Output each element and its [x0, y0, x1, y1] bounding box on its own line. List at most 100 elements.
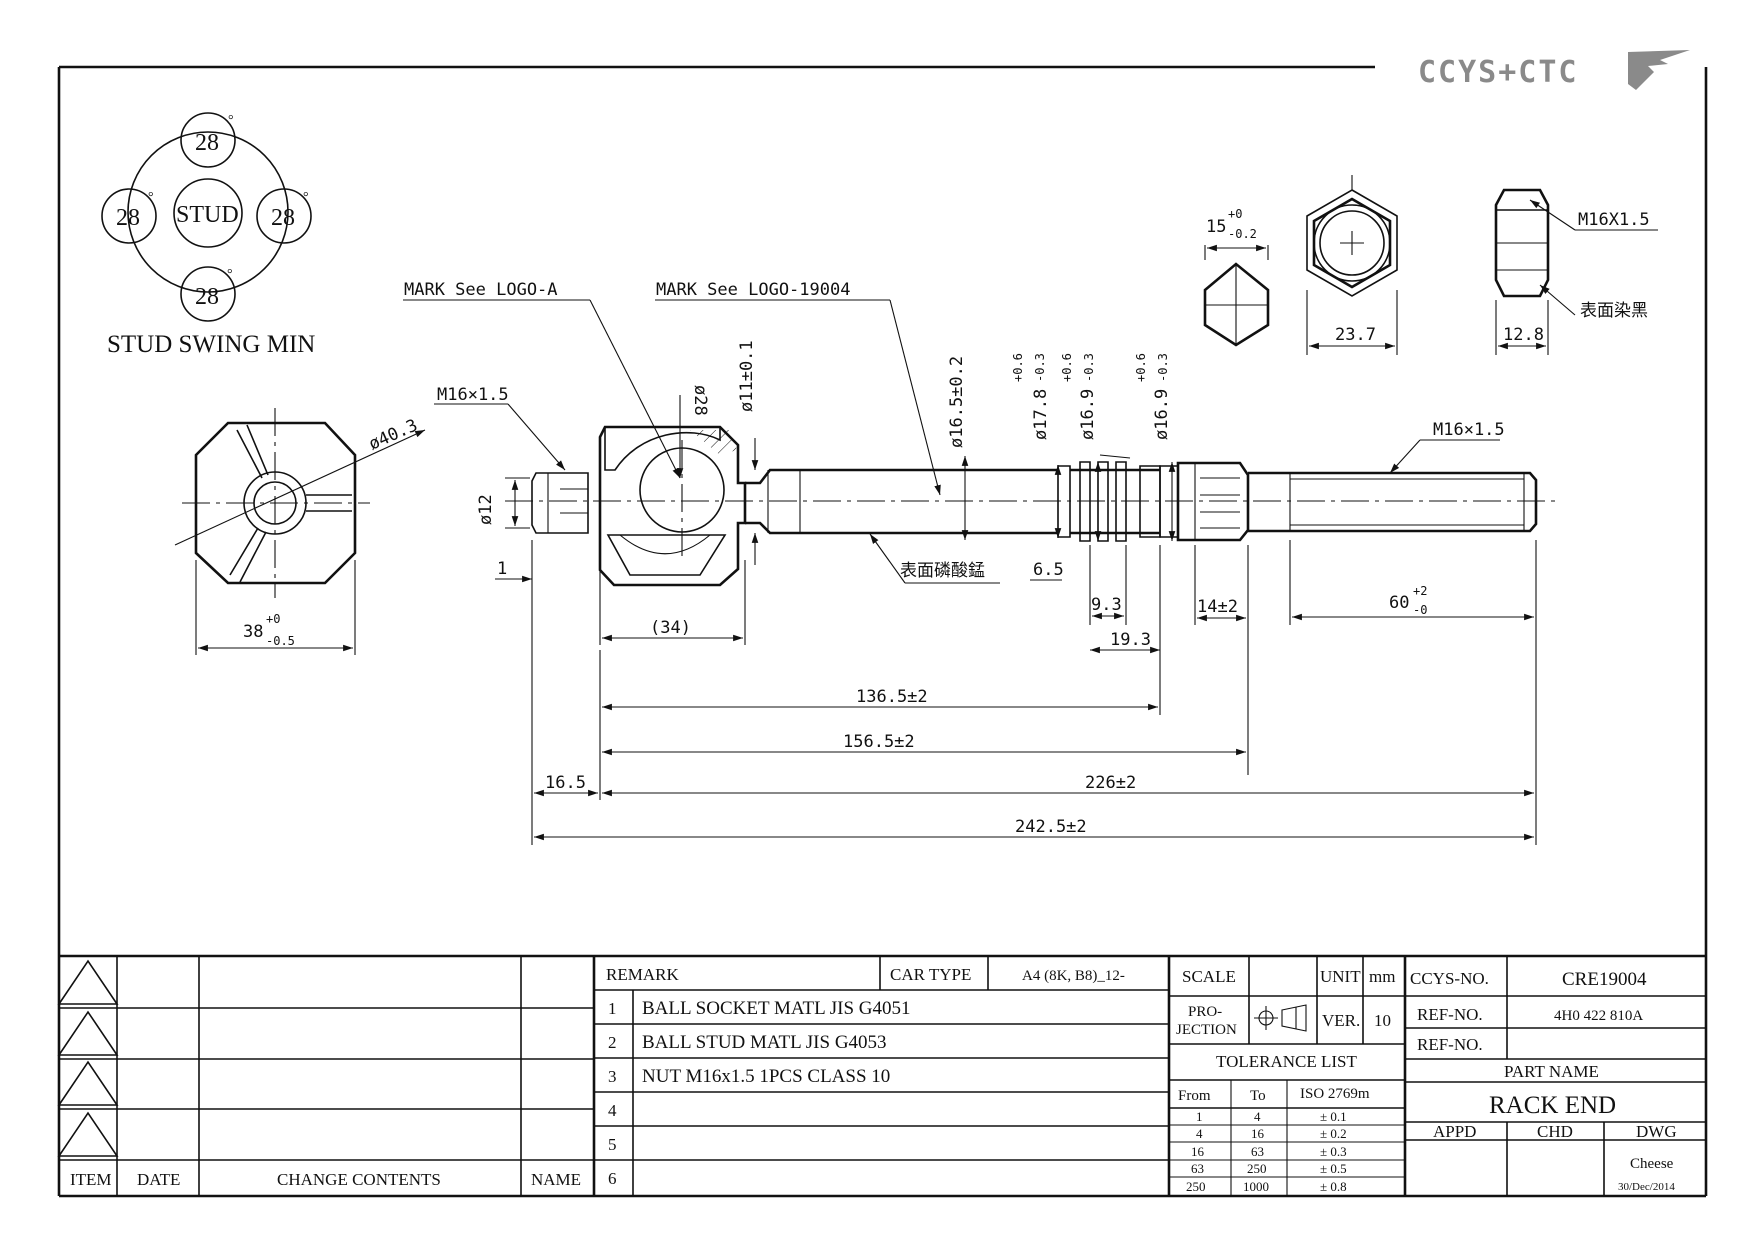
- chd-label: CHD: [1537, 1122, 1573, 1141]
- dim-16-5: 16.5: [545, 773, 586, 793]
- remark-row-no: 4: [608, 1101, 617, 1120]
- main-side-view: ø12 M16×1.5 MARK See LOGO-A MARK See LOG…: [403, 280, 1560, 845]
- dwg-name: Cheese: [1630, 1156, 1674, 1172]
- remark-row-no: 2: [608, 1033, 617, 1052]
- degree-symbol: °: [148, 190, 154, 205]
- rev-header-change: CHANGE CONTENTS: [277, 1170, 441, 1189]
- title-block: CCYS-NO. CRE19004 REF-NO. 4H0 422 810A R…: [1410, 969, 1677, 1193]
- dim-60: 60: [1389, 593, 1409, 613]
- dim-dia-16-9-a-up: +0.6: [1060, 353, 1074, 382]
- dim-dia-16-9-b: ø16.9: [1152, 389, 1172, 440]
- remark-label: REMARK: [606, 965, 679, 984]
- remark-row-text: NUT M16x1.5 1PCS CLASS 10: [642, 1066, 890, 1087]
- dim-38-tol-dn: -0.5: [266, 634, 295, 648]
- dim-dia-16-5: ø16.5±0.2: [947, 356, 967, 448]
- dim-dia-28: ø28: [690, 385, 710, 416]
- ref-no-value: 4H0 422 810A: [1554, 1008, 1643, 1024]
- remark-row-text: BALL STUD MATL JIS G4053: [642, 1032, 887, 1053]
- ref-no2-label: REF-NO.: [1417, 1035, 1483, 1054]
- scale-block: SCALE UNIT mm PRO- JECTION VER. 10 TOLER…: [1176, 967, 1395, 1194]
- part-name-label: PART NAME: [1504, 1062, 1599, 1081]
- ver-label: VER.: [1322, 1011, 1360, 1030]
- tol-cell: 63: [1251, 1144, 1264, 1159]
- stud-swing-top: 28: [195, 130, 219, 156]
- dim-226: 226±2: [1085, 773, 1136, 793]
- dim-19-3: 19.3: [1110, 630, 1151, 650]
- dwg-label: DWG: [1636, 1122, 1677, 1141]
- title-block-lines: [57, 954, 1706, 1196]
- sheet-border: [57, 65, 1708, 1198]
- revision-table: ITEM DATE CHANGE CONTENTS NAME: [70, 1170, 581, 1189]
- degree-symbol: °: [227, 267, 233, 282]
- stud-swing-diagram: 28 ° 28 ° 28 ° 28 ° STUD STUD SWING MIN: [101, 112, 315, 358]
- tol-cell: 16: [1251, 1126, 1265, 1141]
- rev-header-item: ITEM: [70, 1170, 112, 1189]
- tolerance-title: TOLERANCE LIST: [1216, 1052, 1357, 1071]
- dim-dia-12: ø12: [476, 494, 496, 525]
- end-view: ø40.3 38 +0 -0.5: [174, 408, 426, 655]
- nut-dim-15: 15: [1206, 217, 1226, 237]
- nut-dim-12-8: 12.8: [1503, 325, 1544, 345]
- dim-m16-right: M16×1.5: [1433, 420, 1505, 440]
- tol-header: To: [1250, 1088, 1266, 1104]
- tol-header: From: [1178, 1088, 1211, 1104]
- dwg-date: 30/Dec/2014: [1618, 1181, 1675, 1193]
- dim-14: 14±2: [1197, 597, 1238, 617]
- tol-cell: ± 0.2: [1320, 1126, 1347, 1141]
- mark-logo-a: MARK See LOGO-A: [404, 280, 558, 300]
- car-type-value: A4 (8K, B8)_12-: [1022, 968, 1125, 984]
- tol-cell: 250: [1247, 1161, 1267, 1176]
- note-surface-phosphate: 表面磷酸錳: [900, 561, 985, 580]
- dim-dia-16-9-a-dn: -0.3: [1082, 353, 1096, 382]
- dim-dia-17-8: ø17.8: [1031, 389, 1051, 440]
- ccys-no-label: CCYS-NO.: [1410, 969, 1489, 988]
- tol-cell: 1: [1196, 1109, 1203, 1124]
- tol-cell: 4: [1196, 1126, 1203, 1141]
- dim-dia-11: ø11±0.1: [737, 340, 757, 412]
- mark-logo-19004: MARK See LOGO-19004: [656, 280, 850, 300]
- stud-center-label: STUD: [176, 202, 239, 228]
- dim-dia-16-9-b-up: +0.6: [1134, 353, 1148, 382]
- dim-9-3: 9.3: [1091, 595, 1122, 615]
- car-type-label: CAR TYPE: [890, 965, 971, 984]
- part-name-value: RACK END: [1489, 1092, 1616, 1119]
- dim-dia-17-8-up: +0.6: [1011, 353, 1025, 382]
- nut-dim-23-7: 23.7: [1335, 325, 1376, 345]
- dim-6-5: 6.5: [1033, 560, 1064, 580]
- dim-m16-left: M16×1.5: [437, 385, 509, 405]
- unit-label: UNIT: [1320, 967, 1361, 986]
- dim-34: (34): [650, 618, 691, 638]
- dim-136-5: 136.5±2: [856, 687, 928, 707]
- remark-row-no: 6: [608, 1169, 617, 1188]
- dim-dia-17-8-dn: -0.3: [1033, 353, 1047, 382]
- dim-60-up: +2: [1413, 584, 1427, 598]
- tol-cell: 1000: [1243, 1179, 1269, 1194]
- dim-dia-40-3: ø40.3: [366, 415, 421, 454]
- stud-swing-caption: STUD SWING MIN: [107, 331, 315, 358]
- remark-row-no: 1: [608, 999, 617, 1018]
- tol-cell: ± 0.8: [1320, 1179, 1347, 1194]
- ver-value: 10: [1374, 1011, 1391, 1030]
- wing-logo-icon: [1628, 50, 1690, 90]
- tol-cell: 250: [1186, 1179, 1206, 1194]
- dim-38-tol-up: +0: [266, 612, 280, 626]
- stud-swing-bottom: 28: [195, 284, 219, 310]
- remark-table: REMARK CAR TYPE A4 (8K, B8)_12- 1 BALL S…: [606, 965, 1125, 1188]
- remark-row-text: BALL SOCKET MATL JIS G4051: [642, 998, 910, 1019]
- tol-cell: 16: [1191, 1144, 1205, 1159]
- nut-dim-15-up: +0: [1228, 207, 1242, 221]
- remark-row-no: 5: [608, 1135, 617, 1154]
- dim-1: 1: [497, 559, 507, 579]
- degree-symbol: °: [228, 113, 234, 128]
- tol-cell: ± 0.3: [1320, 1144, 1347, 1159]
- nut-dim-15-dn: -0.2: [1228, 227, 1257, 241]
- tol-cell: 63: [1191, 1161, 1204, 1176]
- rev-header-name: NAME: [531, 1170, 581, 1189]
- remark-row-no: 3: [608, 1067, 617, 1086]
- dim-38: 38: [243, 622, 263, 642]
- brand-logo: CCYS+CTC: [1418, 50, 1690, 90]
- dim-156-5: 156.5±2: [843, 732, 915, 752]
- brand-logo-text: CCYS+CTC: [1418, 55, 1579, 90]
- nut-m16x15: M16X1.5: [1578, 210, 1650, 230]
- tol-cell: 4: [1254, 1109, 1261, 1124]
